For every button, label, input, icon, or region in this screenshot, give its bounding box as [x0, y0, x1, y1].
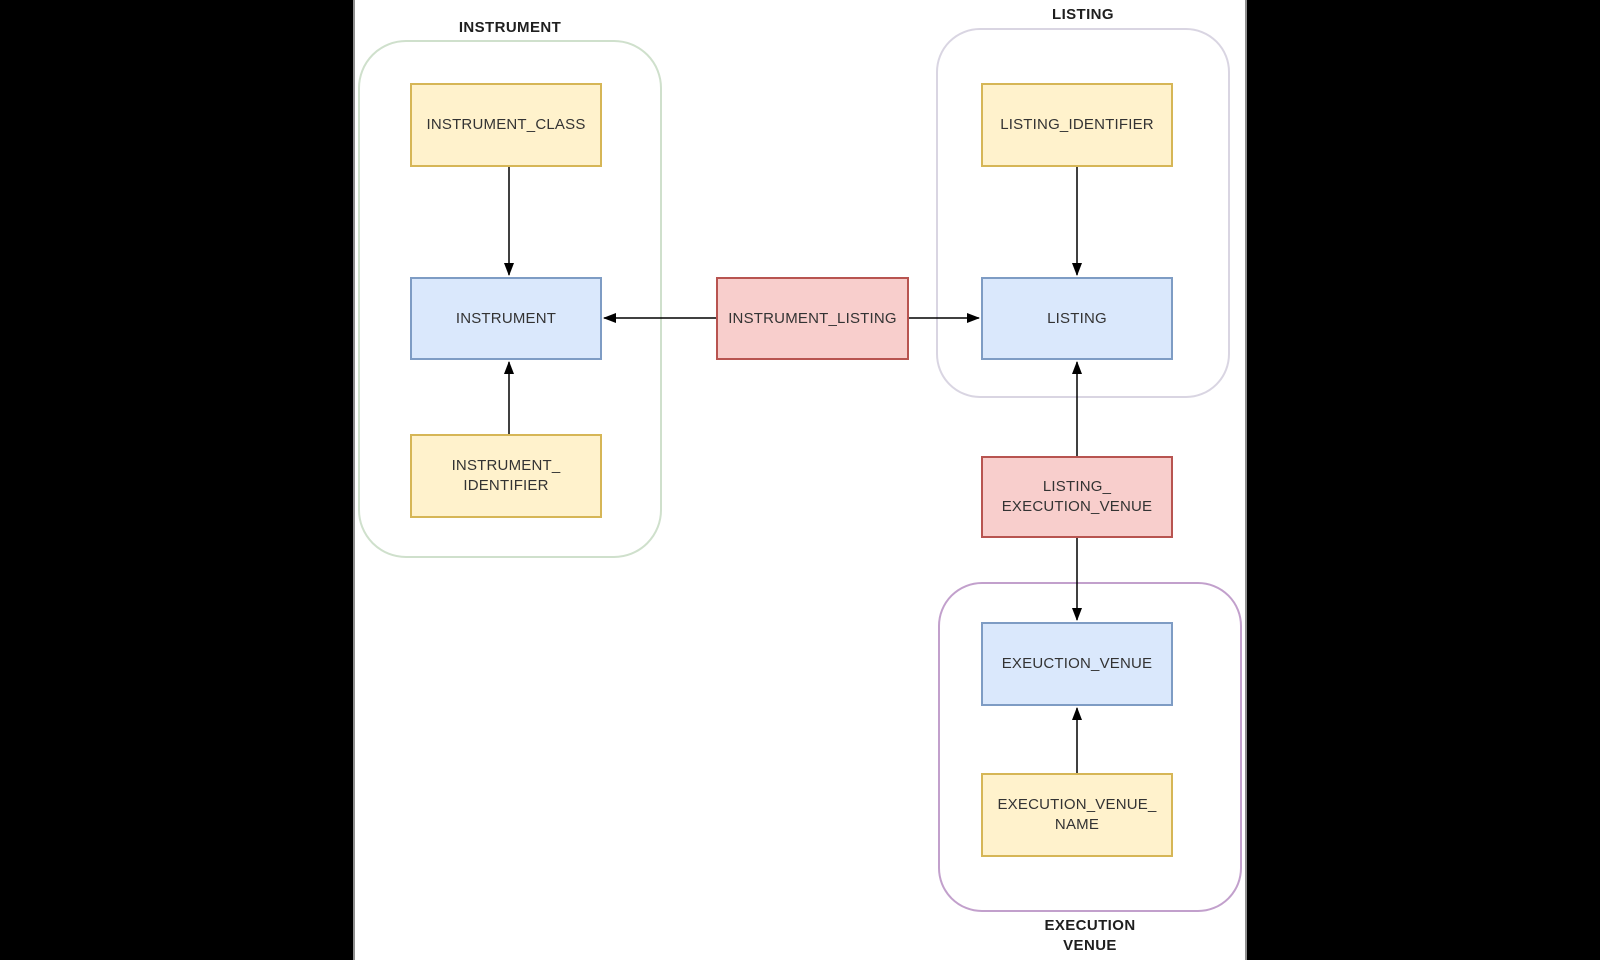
group-label-instrument: INSTRUMENT [458, 19, 562, 36]
node-exeuction-venue: EXEUCTION_VENUE [981, 622, 1173, 706]
group-instrument-container [358, 40, 662, 558]
node-instrument-listing-label: INSTRUMENT_LISTING [728, 309, 897, 327]
node-instrument-identifier-line1: INSTRUMENT_ [451, 457, 561, 474]
group-label-execution-venue-line1: EXECUTION [1044, 917, 1136, 934]
node-instrument-listing: INSTRUMENT_LISTING [716, 277, 909, 360]
node-execution-venue-name-line2: NAME [1054, 816, 1100, 833]
node-listing: LISTING [981, 277, 1173, 360]
group-label-execution-venue: EXECUTION VENUE [938, 916, 1242, 956]
node-execution-venue-name-line1: EXECUTION_VENUE_ [997, 796, 1157, 813]
node-instrument-class: INSTRUMENT_CLASS [410, 83, 602, 167]
node-listing-label: LISTING [1047, 309, 1107, 327]
node-execution-venue-name: EXECUTION_VENUE_ NAME [981, 773, 1173, 857]
group-label-execution-venue-line2: VENUE [1063, 937, 1117, 954]
node-listing-execution-venue: LISTING_ EXECUTION_VENUE [981, 456, 1173, 538]
node-instrument-identifier-line2: IDENTIFIER [463, 477, 549, 494]
node-listing-identifier-label: LISTING_IDENTIFIER [1000, 116, 1154, 133]
node-listing-identifier: LISTING_IDENTIFIER [981, 83, 1173, 167]
node-instrument: INSTRUMENT [410, 277, 602, 360]
node-listing-execution-venue-line1: LISTING_ [1042, 478, 1112, 495]
node-instrument-label: INSTRUMENT [455, 309, 557, 327]
node-exeuction-venue-label: EXEUCTION_VENUE [1001, 655, 1153, 672]
node-instrument-class-label: INSTRUMENT_CLASS [426, 116, 586, 133]
group-listing-container [936, 28, 1230, 398]
group-label-listing: LISTING [1052, 6, 1114, 23]
group-execution-venue-container [938, 582, 1242, 912]
node-listing-execution-venue-line2: EXECUTION_VENUE [1001, 498, 1153, 515]
node-instrument-identifier: INSTRUMENT_ IDENTIFIER [410, 434, 602, 518]
